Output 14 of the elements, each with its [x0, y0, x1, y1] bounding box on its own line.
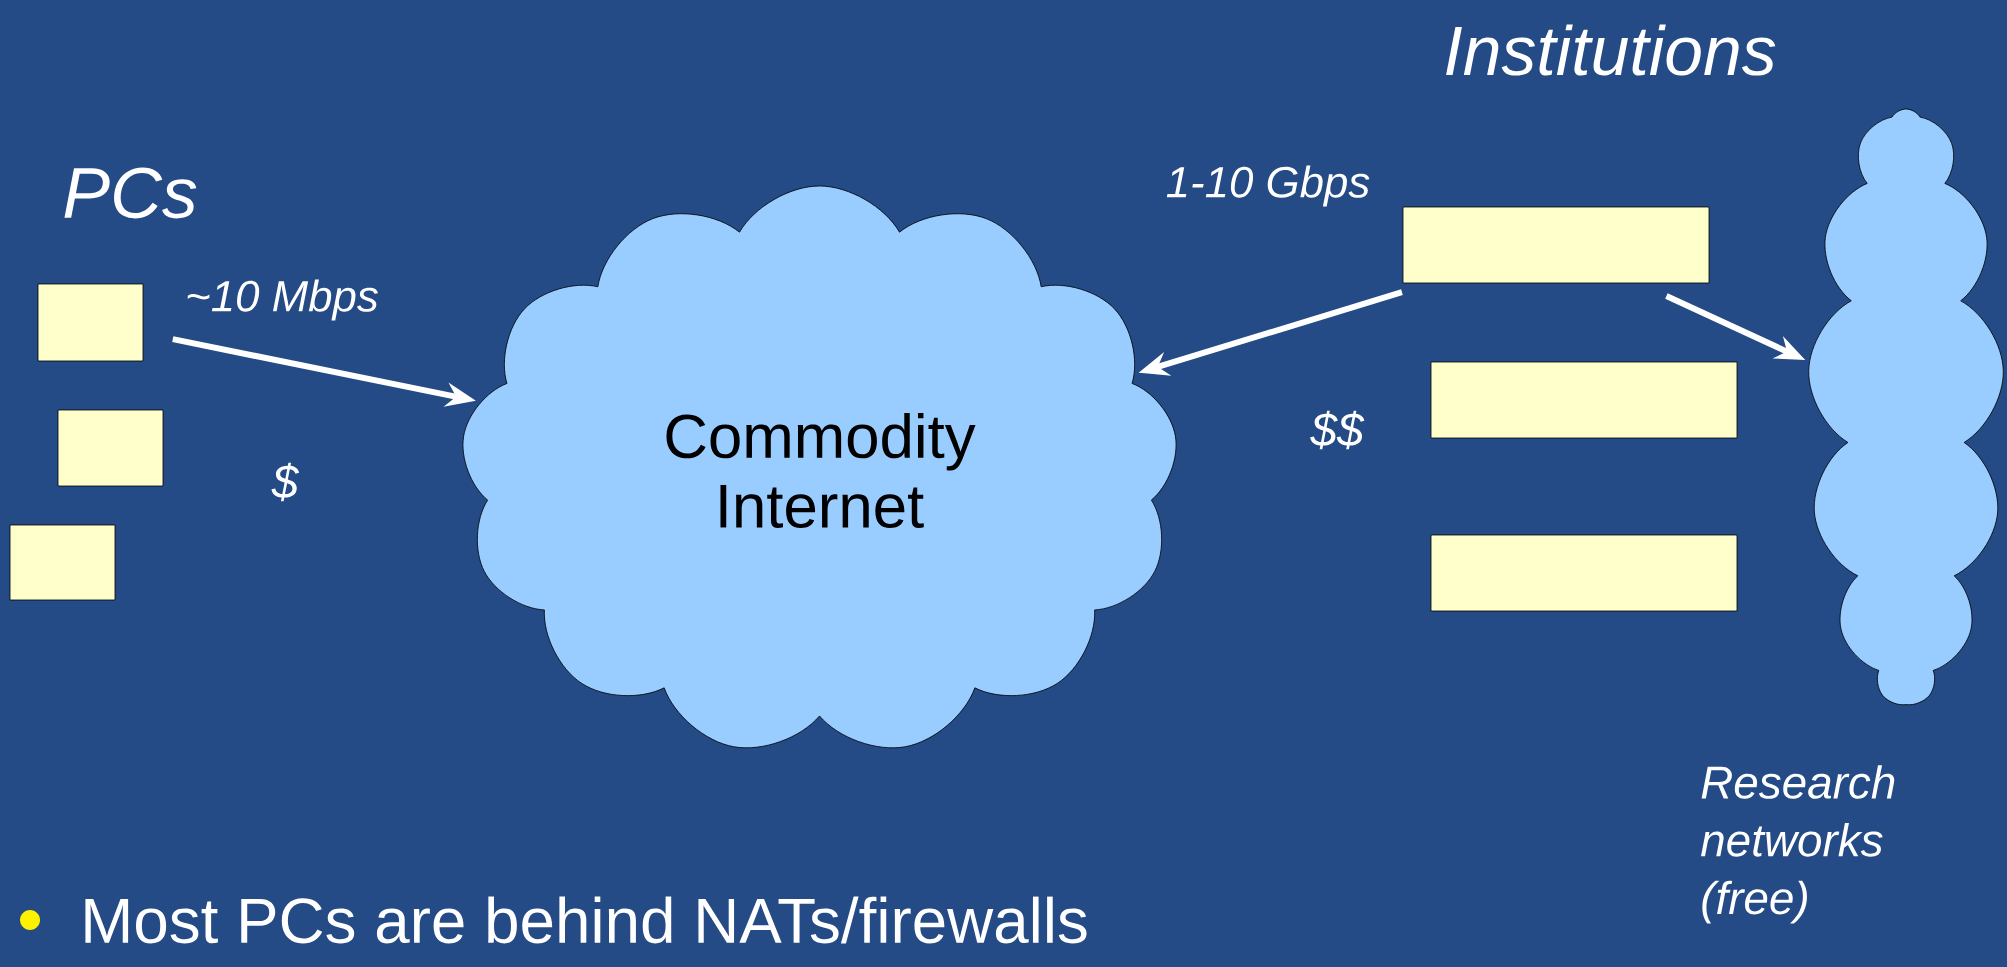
bullet-text: Most PCs are behind NATs/firewalls [85, 896, 1087, 944]
cloud [1808, 108, 2004, 706]
box [37, 283, 144, 362]
box [1402, 206, 1710, 284]
cost-label: $$ [1310, 410, 1365, 450]
heading: PCs [64, 167, 197, 219]
heading: Institutions [1446, 24, 1776, 76]
box [9, 524, 116, 601]
box [57, 409, 164, 487]
cloud-label: Research networks (free) [1700, 765, 1895, 924]
edge-label: ~10 Mbps [187, 279, 378, 321]
box [1430, 534, 1738, 612]
cost-label: $ [271, 462, 300, 502]
box [1430, 361, 1738, 439]
